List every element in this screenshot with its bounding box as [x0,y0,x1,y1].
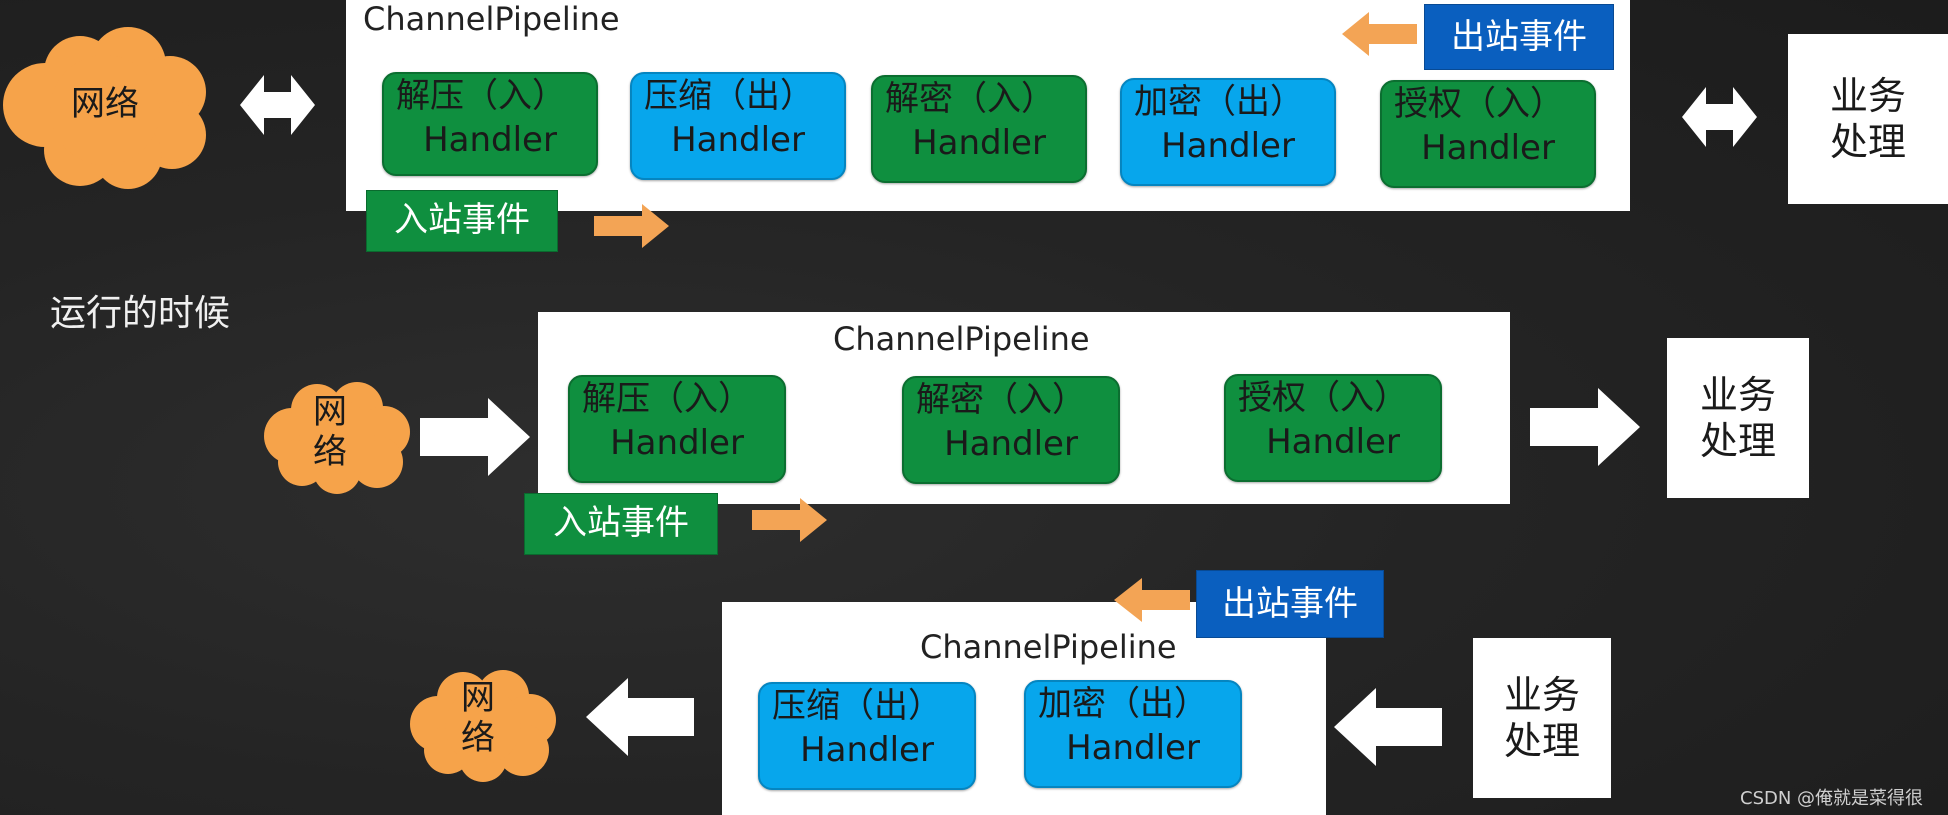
network-cloud-2 [264,382,410,494]
handler-auth-in-2: 授权（入） Handler [1224,374,1442,482]
from-business-arrow-3 [1334,688,1442,766]
outbound-arrow-1 [1342,12,1417,56]
to-network-arrow-3 [586,678,694,756]
inbound-arrow-1 [594,204,669,248]
handler-encrypt-out-3: 加密（出） Handler [1024,680,1242,788]
business-label-3: 业务处理 [1503,673,1580,763]
inbound-flow-arrow-2 [420,398,530,476]
pipeline-title-1: ChannelPipeline [363,0,620,38]
outbound-event-tag-1: 出站事件 [1424,4,1614,70]
business-label-1: 业务处理 [1829,74,1906,164]
pipeline-title-3: ChannelPipeline [920,628,1177,666]
outbound-arrow-3 [1114,578,1190,622]
pipeline-title-2: ChannelPipeline [833,320,1090,358]
business-box-3: 业务处理 [1473,638,1611,798]
network-label-2: 网络 [313,392,347,472]
network-label-1: 网络 [71,84,139,124]
network-label-3: 网络 [461,678,495,758]
inbound-event-tag-1: 入站事件 [366,190,558,252]
handler-auth-in: 授权（入） Handler [1380,80,1596,188]
handler-decrypt-in-2: 解密（入） Handler [902,376,1120,484]
business-box-1: 业务处理 [1788,34,1948,204]
business-box-2: 业务处理 [1667,338,1809,498]
handler-decrypt-in: 解密（入） Handler [871,75,1087,183]
watermark: CSDN @俺就是菜得很 [1740,788,1924,809]
handler-compress-out-3: 压缩（出） Handler [758,682,976,790]
outbound-event-tag-3: 出站事件 [1196,570,1384,638]
handler-decompress-in: 解压（入） Handler [382,72,598,176]
to-business-arrow-2 [1530,388,1640,466]
network-cloud-3 [410,670,556,782]
inbound-arrow-2 [752,498,827,542]
handler-compress-out: 压缩（出） Handler [630,72,846,180]
bidirectional-arrow-2 [1682,87,1757,147]
handler-decompress-in-2: 解压（入） Handler [568,375,786,483]
bidirectional-arrow-1 [240,75,315,135]
runtime-caption: 运行的时候 [50,293,231,334]
network-cloud-1 [3,27,206,189]
inbound-event-tag-2: 入站事件 [524,493,718,555]
handler-encrypt-out: 加密（出） Handler [1120,78,1336,186]
business-label-2: 业务处理 [1699,373,1776,463]
